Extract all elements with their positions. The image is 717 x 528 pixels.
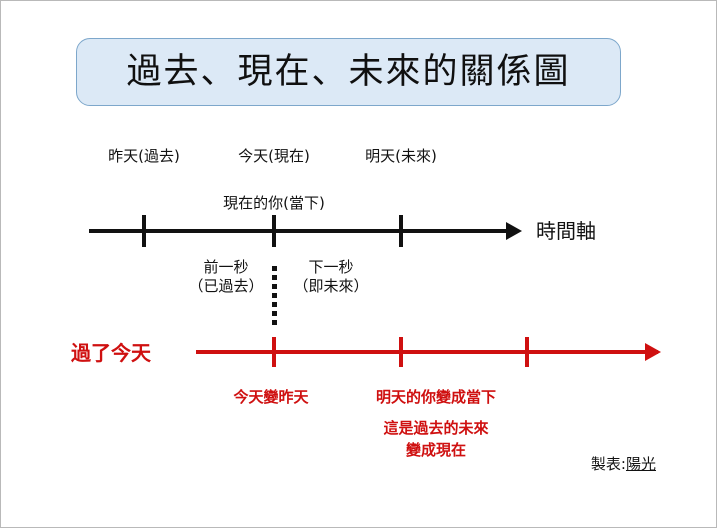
red-tick-tomorrow-becomes-now xyxy=(399,337,403,367)
credit-prefix: 製表: xyxy=(590,455,626,473)
label-next-second-line2: （即未來） xyxy=(293,277,369,296)
annotation-tomorrow-you-becomes-now: 明天的你變成當下 xyxy=(375,388,497,406)
black-tick-tomorrow xyxy=(399,215,403,247)
red-timeline-axis xyxy=(196,350,658,354)
red-tick-today-becomes-yesterday xyxy=(272,337,276,367)
black-timeline-arrowhead xyxy=(506,222,522,240)
annotation-past-future-line1: 這是過去的未來 xyxy=(383,419,489,437)
annotation-today-becomes-yesterday: 今天變昨天 xyxy=(233,388,309,406)
label-previous-second-line1: 前一秒 xyxy=(203,258,249,276)
label-today: 今天(現在) xyxy=(238,147,310,165)
page-title: 過去、現在、未來的關係圖 xyxy=(126,51,571,92)
label-after-today: 過了今天 xyxy=(71,341,151,365)
label-tomorrow: 明天(未來) xyxy=(365,147,437,165)
black-tick-yesterday xyxy=(142,215,146,247)
black-tick-today xyxy=(272,215,276,247)
title-box: 過去、現在、未來的關係圖 xyxy=(76,38,621,106)
red-tick-future xyxy=(525,337,529,367)
annotation-past-future-line2: 變成現在 xyxy=(405,441,467,459)
red-timeline-arrowhead xyxy=(645,343,661,361)
label-present-you: 現在的你(當下) xyxy=(223,194,325,212)
black-timeline-axis xyxy=(89,229,509,233)
label-next-second-line1: 下一秒 xyxy=(308,258,354,276)
credit-author: 陽光 xyxy=(625,455,656,473)
dotted-connector-line xyxy=(272,266,277,329)
label-next-second: 下一秒 （即未來） xyxy=(293,258,368,296)
label-previous-second: 前一秒 （已過去） xyxy=(188,258,263,296)
label-previous-second-line2: （已過去） xyxy=(188,277,264,296)
credit-line: 製表:陽光 xyxy=(591,453,656,474)
label-yesterday: 昨天(過去) xyxy=(108,147,180,165)
label-time-axis: 時間軸 xyxy=(536,219,596,243)
